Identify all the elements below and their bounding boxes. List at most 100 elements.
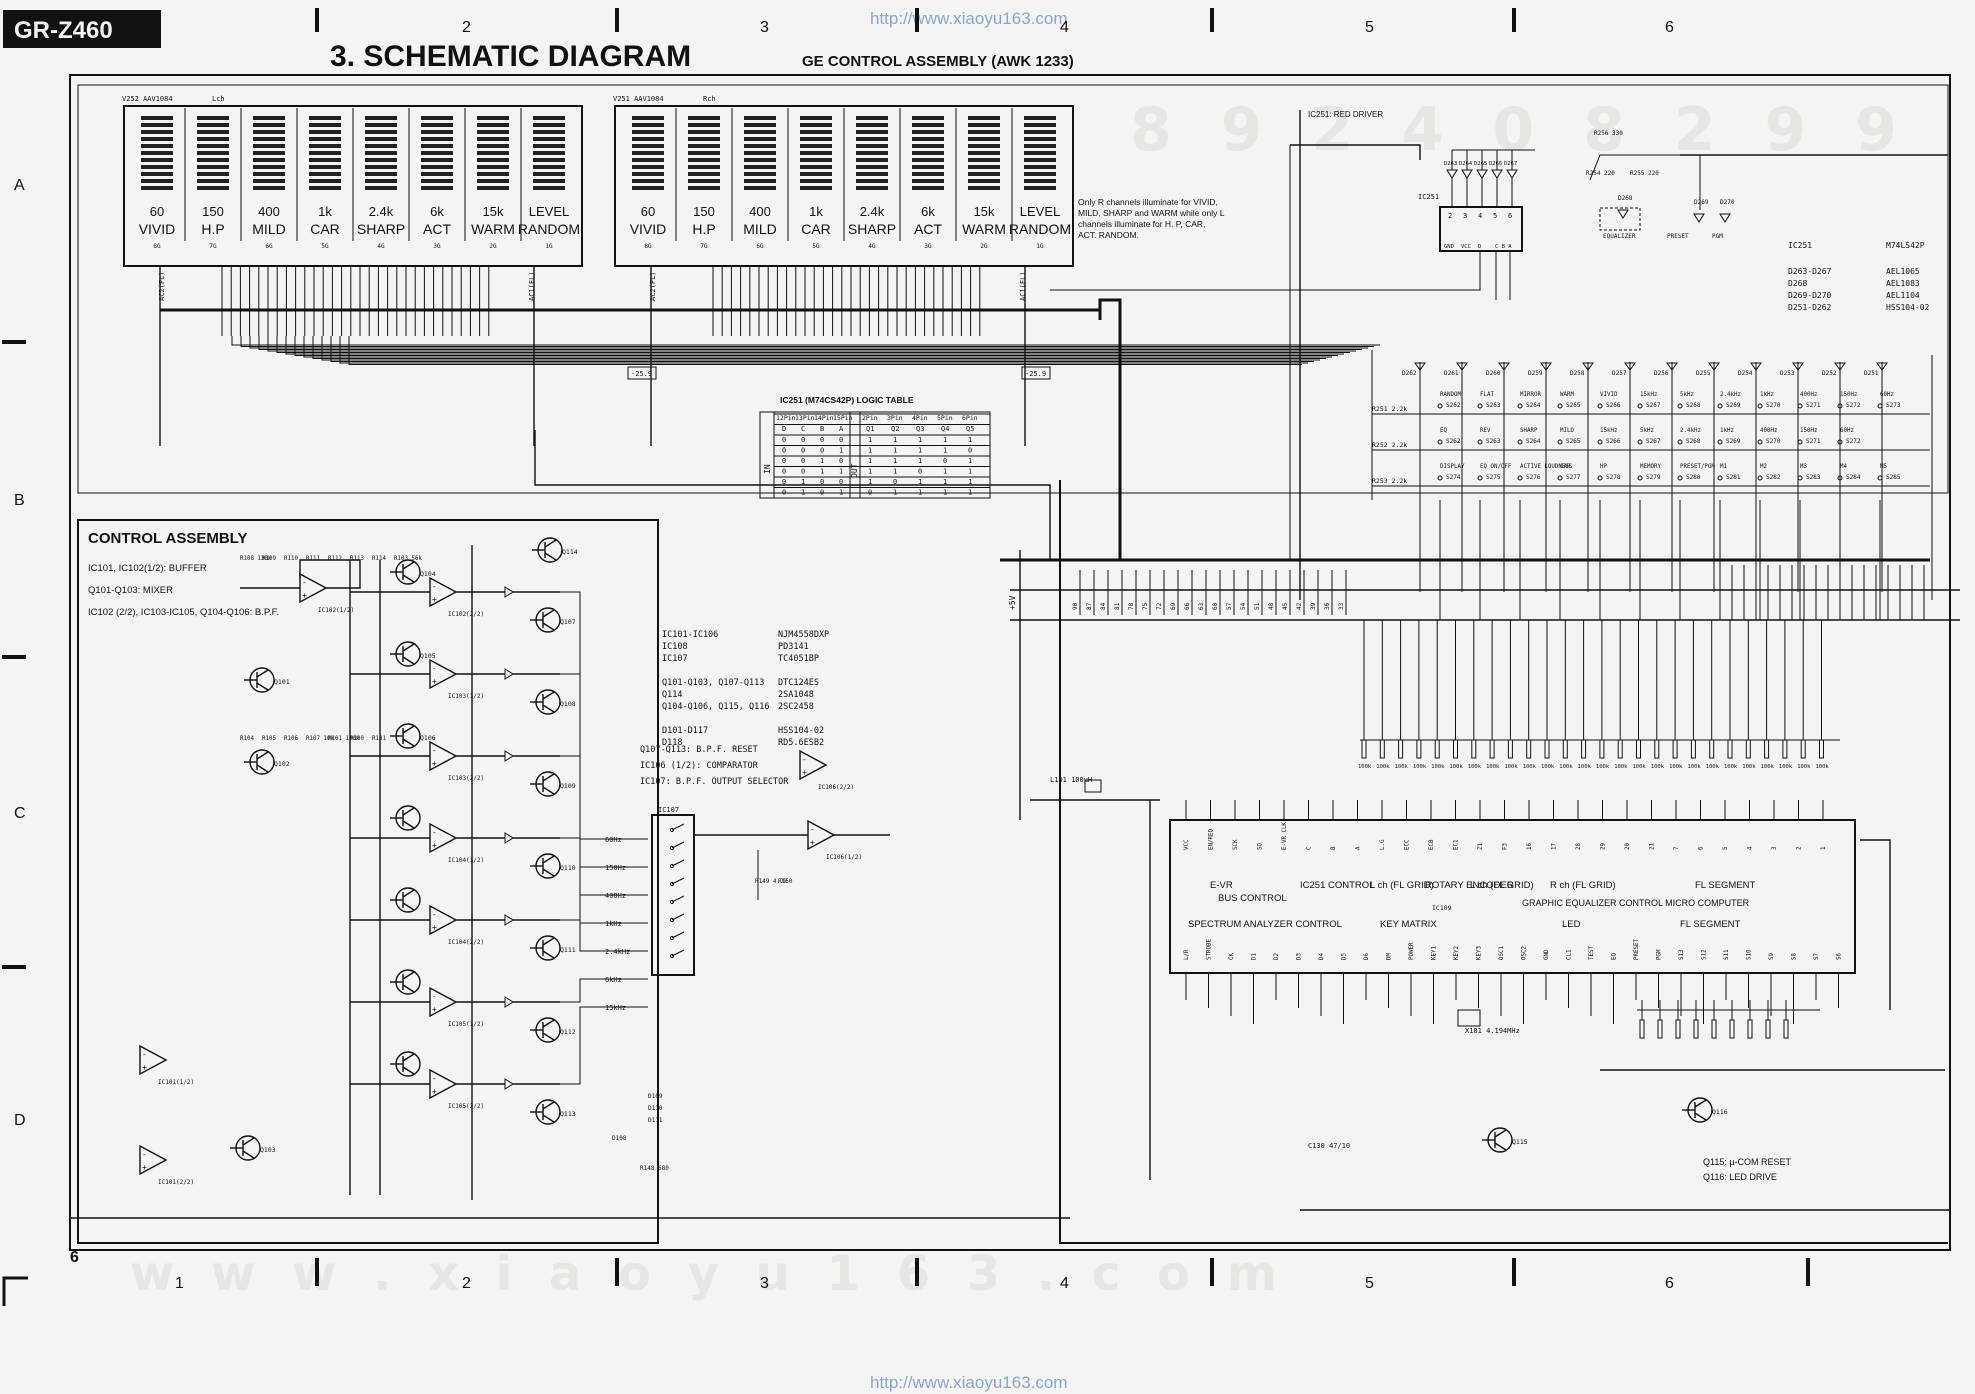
control-assembly-note: IC101, IC102(1/2): BUFFER — [88, 563, 207, 574]
key-switch-contact[interactable] — [1437, 403, 1443, 409]
fl-bar-segment — [365, 123, 397, 127]
key-switch-contact[interactable] — [1757, 475, 1763, 481]
key-switch-contact[interactable] — [1517, 439, 1523, 445]
key-switch-contact[interactable] — [1717, 439, 1723, 445]
micro-bottom-pin: DM — [1387, 953, 1393, 960]
key-switch-contact[interactable] — [1877, 475, 1883, 481]
site-url-bottom[interactable]: http://www.xiaoyu163.com — [870, 1373, 1067, 1392]
fl-band-name: CAR — [310, 221, 340, 237]
key-switch-contact[interactable] — [1837, 403, 1843, 409]
fl-band-name: SHARP — [357, 221, 405, 237]
op-amp-symbol — [139, 1144, 168, 1176]
key-switch-contact[interactable] — [1717, 475, 1723, 481]
key-switch-contact[interactable] — [1677, 475, 1683, 481]
key-function-label: MILD — [1560, 428, 1574, 434]
grid-column-label: 5 — [1365, 1275, 1374, 1292]
key-switch-contact[interactable] — [1677, 403, 1683, 409]
key-switch-contact[interactable] — [1677, 439, 1683, 445]
key-switch-contact[interactable] — [1637, 439, 1643, 445]
bpf-selector-wire — [560, 591, 648, 840]
resistor-label: R107 10k — [306, 736, 334, 742]
key-function-label: RANDOM — [1440, 392, 1461, 398]
led-function-label: EQUALIZER — [1603, 233, 1636, 240]
logic-table-out-side: OUT — [850, 463, 859, 478]
key-diode-label: D253 — [1780, 370, 1795, 377]
logic-table-cell: 0 — [801, 468, 805, 476]
transistor-collector — [402, 889, 415, 898]
fl-bar-segment — [533, 130, 565, 134]
fl-bar-segment — [253, 158, 285, 162]
op-amp-minus: - — [432, 664, 437, 673]
key-switch-contact[interactable] — [1557, 439, 1563, 445]
key-switch-contact[interactable] — [1477, 439, 1483, 445]
pulldown-resistor — [1675, 1019, 1681, 1039]
logic-table-cell: 1 — [918, 436, 922, 444]
key-switch-contact[interactable] — [1557, 475, 1563, 481]
op-amp-label: IC104(1/2) — [448, 857, 484, 864]
key-function-label: DISPLAY — [1440, 464, 1465, 470]
tag-4.5 — [1084, 779, 1102, 793]
micro-bottom-pin: S9 — [1769, 953, 1775, 960]
bus-pin-label: 60 — [1212, 602, 1219, 610]
fl-bar-segment — [141, 165, 173, 169]
grid-tick — [1210, 8, 1214, 32]
logic-table-cell: 0 — [801, 447, 805, 455]
key-switch-contact[interactable] — [1837, 439, 1843, 445]
key-switch-contact[interactable] — [1637, 403, 1643, 409]
component-label: D109 — [648, 1093, 663, 1100]
micro-top-pin: B — [1331, 846, 1337, 850]
fl-band-frequency: 15k — [483, 204, 504, 219]
grid-tick — [2, 965, 26, 969]
bpf-selector-wire — [560, 919, 648, 952]
micro-top-pin: 5 — [1723, 846, 1729, 850]
fl-bar-segment — [421, 179, 453, 183]
key-switch-contact[interactable] — [1797, 403, 1803, 409]
transistor-collector — [242, 1137, 255, 1146]
key-switch-contact[interactable] — [1797, 439, 1803, 445]
key-switch-contact[interactable] — [1797, 475, 1803, 481]
key-switch-contact[interactable] — [1517, 403, 1523, 409]
transistor-collector — [402, 643, 415, 652]
micro-top-group: L ch (FL GRID) — [1470, 880, 1534, 891]
micro-top-pin: 29 — [1601, 843, 1607, 850]
rail-tag-right: -25.9 — [1021, 366, 1051, 380]
svg-text:-25.9: -25.9 — [1025, 370, 1046, 378]
pullup-resistor-value: 100k — [1504, 764, 1518, 770]
key-switch-contact[interactable] — [1757, 403, 1763, 409]
op-amp-label: IC101(1/2) — [158, 1079, 194, 1086]
key-switch-contact[interactable] — [1597, 403, 1603, 409]
key-switch-contact[interactable] — [1437, 475, 1443, 481]
transistor-emitter — [402, 984, 415, 993]
key-function-label: M5 — [1880, 464, 1887, 470]
key-switch-contact[interactable] — [1477, 475, 1483, 481]
part-number: AEL1083 — [1886, 279, 1920, 288]
key-diode-symbol — [1834, 362, 1846, 371]
fl-bar-segment — [856, 165, 888, 169]
grid-column-label: 2 — [462, 1275, 471, 1292]
key-switch-contact[interactable] — [1477, 403, 1483, 409]
fl-bar-segment — [253, 186, 285, 190]
resistor-label: R254 220 — [1586, 170, 1615, 177]
key-switch-contact[interactable] — [1597, 439, 1603, 445]
key-switch-contact[interactable] — [1717, 403, 1723, 409]
ic251-pin-top: 4 — [1478, 212, 1482, 220]
logic-table-out-pin: 2Pin — [862, 414, 878, 422]
key-switch-contact[interactable] — [1877, 403, 1883, 409]
control-part-ref: Q101-Q103, Q107-Q113 — [662, 678, 764, 688]
key-switch-contact[interactable] — [1517, 475, 1523, 481]
micro-bottom-pin: S13 — [1679, 949, 1685, 960]
key-switch-contact[interactable] — [1597, 475, 1603, 481]
led-label: D269 — [1694, 199, 1709, 206]
key-switch-contact[interactable] — [1437, 439, 1443, 445]
site-url-top[interactable]: http://www.xiaoyu163.com — [870, 9, 1067, 28]
bus-pin-label: 57 — [1226, 602, 1233, 610]
op-amp-minus: - — [432, 828, 437, 837]
logic-table-cell: 0 — [839, 457, 843, 465]
key-switch-contact[interactable] — [1637, 475, 1643, 481]
key-switch-contact[interactable] — [1557, 403, 1563, 409]
key-switch-contact[interactable] — [1837, 475, 1843, 481]
key-switch-label: S266 — [1606, 438, 1621, 445]
grid-column-label: 6 — [1665, 1275, 1674, 1292]
key-switch-contact[interactable] — [1757, 439, 1763, 445]
